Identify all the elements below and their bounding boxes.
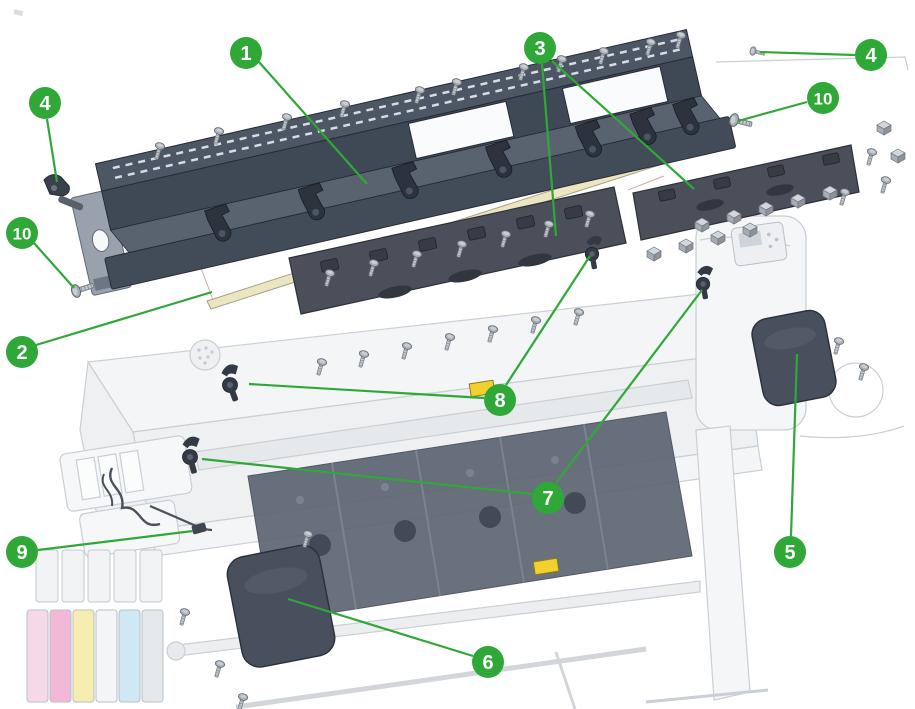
control-panel — [730, 221, 788, 267]
callout-circle — [532, 482, 564, 514]
callout-badge-7: 7 — [532, 482, 564, 514]
callout-badge-10: 10 — [6, 217, 38, 249]
callout-circle — [807, 82, 839, 114]
callout-badge-10: 10 — [807, 82, 839, 114]
spindle-hub — [166, 641, 186, 661]
callout-circle — [484, 384, 516, 416]
callout-leader-line — [505, 255, 591, 386]
bin-bar — [235, 646, 647, 709]
ink-supply-station — [26, 549, 164, 703]
callout-number: 7 — [542, 488, 553, 510]
callout-leader-line — [737, 100, 808, 123]
callout-leader-line — [45, 118, 59, 183]
callout-circle — [774, 536, 806, 568]
callout-number: 4 — [865, 45, 877, 67]
callout-number: 10 — [814, 90, 833, 109]
callout-badge-3: 3 — [524, 32, 556, 64]
callout-badge-9: 9 — [6, 536, 38, 568]
callout-leader-line — [287, 597, 474, 658]
callout-leader-line — [540, 63, 558, 237]
callout-leader-line — [37, 529, 194, 552]
platen-holes — [296, 456, 559, 504]
callout-badge-1: 1 — [230, 37, 262, 69]
callout-circle — [472, 646, 504, 678]
callout-leader-line — [248, 382, 485, 400]
beam-slot-rows — [112, 37, 683, 180]
callout-badge-4: 4 — [29, 87, 61, 119]
panel-slots — [378, 253, 552, 299]
ink-cartridge-front-row — [26, 609, 164, 703]
vent-grille — [189, 339, 221, 371]
control-panel-screen — [738, 230, 763, 248]
callout-leader-line — [789, 353, 799, 537]
callout-badge-8: 8 — [484, 384, 516, 416]
callout-number: 10 — [13, 225, 32, 244]
beam-end-hole — [91, 229, 110, 252]
sensor-connector — [191, 522, 207, 535]
beam-window-left — [407, 100, 515, 160]
trailing-cable-rail-ghost — [715, 56, 909, 71]
warning-label — [532, 557, 560, 576]
front-trim-cover — [226, 544, 336, 668]
callout-leader-line — [551, 60, 695, 190]
corner-artifact — [13, 9, 24, 17]
callout-number: 1 — [240, 43, 251, 65]
callout-circle — [230, 37, 262, 69]
platen-slot — [194, 379, 693, 471]
mounting-bracket — [43, 174, 84, 211]
callout-number: 3 — [534, 38, 545, 60]
panel-clips — [658, 152, 840, 202]
callout-circle — [29, 87, 61, 119]
callout-circle — [524, 32, 556, 64]
callout-badge-5: 5 — [774, 536, 806, 568]
callout-leader-line — [201, 457, 533, 496]
callout-layer: 1 2 3 4 4 5 6 7 8 9 10 10 — [6, 32, 887, 678]
platen-module-separators — [331, 423, 609, 610]
callout-number: 4 — [39, 93, 51, 115]
callout-number: 5 — [784, 542, 795, 564]
platen-modules — [247, 411, 693, 623]
printhead-service-station-ghost — [59, 435, 193, 558]
callout-number: 8 — [494, 390, 505, 412]
callout-circle — [6, 336, 38, 368]
callout-badge-2: 2 — [6, 336, 38, 368]
callout-badge-6: 6 — [472, 646, 504, 678]
callout-leader-line — [258, 61, 368, 185]
top-cover-assembly — [70, 28, 736, 296]
right-platen-panel — [632, 144, 860, 241]
beam-window-right — [561, 65, 669, 125]
center-platen-panel — [288, 186, 627, 315]
callout-leader-line — [759, 50, 856, 57]
callout-number: 6 — [482, 652, 493, 674]
callout-circle — [6, 217, 38, 249]
panel-clips — [320, 205, 584, 273]
callout-circle — [6, 536, 38, 568]
roll-mount-arm-ghost — [799, 425, 905, 439]
ink-cartridge-back-row — [35, 549, 163, 603]
right-trim-cover — [751, 309, 837, 407]
callout-leader-line — [33, 242, 75, 289]
callout-circle — [855, 39, 887, 71]
vent-holes — [197, 346, 214, 365]
callout-number: 9 — [16, 542, 27, 564]
callout-number: 2 — [16, 342, 27, 364]
callout-badge-4: 4 — [855, 39, 887, 71]
stand-foot — [645, 688, 769, 704]
callout-leader-line — [555, 289, 703, 484]
callout-leader-line — [35, 290, 213, 347]
panel-slots — [696, 184, 794, 211]
bin-leg — [554, 651, 577, 709]
